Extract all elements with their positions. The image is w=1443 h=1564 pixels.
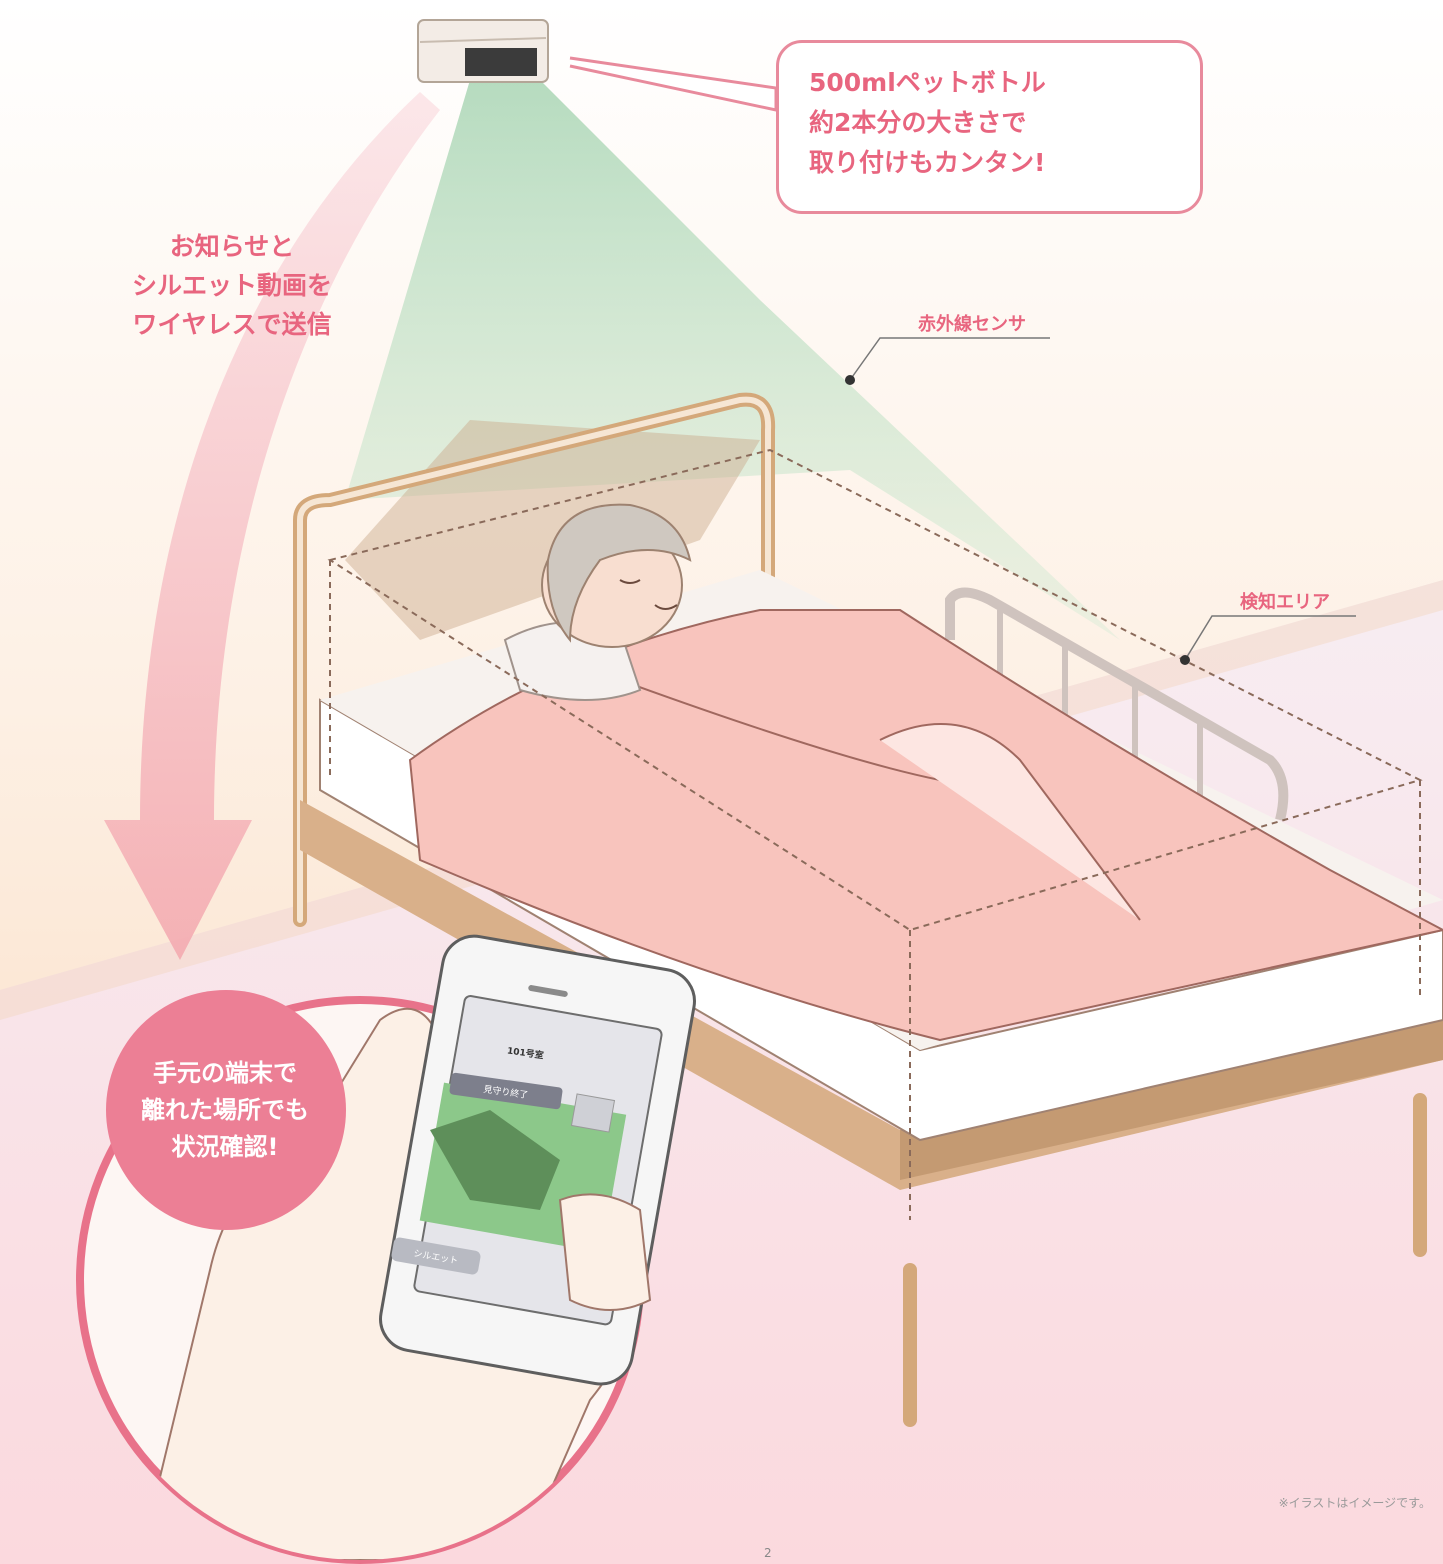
detection-area-box xyxy=(327,448,1423,1220)
ir-sensor-pointer xyxy=(845,337,1050,385)
device-line-3: 状況確認! xyxy=(171,1133,279,1162)
thumb xyxy=(558,1193,652,1311)
bottle-line-3: 取り付けもカンタン! xyxy=(809,148,1046,177)
send-line-1: お知らせと xyxy=(169,232,295,261)
bottle-line-2: 約2本分の大きさで xyxy=(809,108,1027,137)
device-line-1: 手元の端末で xyxy=(153,1059,297,1087)
bottle-line-1: 500mlペットボトル xyxy=(809,68,1046,97)
device-line-2: 離れた場所でも xyxy=(141,1096,309,1125)
page-number: 2 xyxy=(764,1546,772,1560)
bottle-size-callout: 500mlペットボトル 約2本分の大きさで 取り付けもカンタン! xyxy=(776,40,1203,214)
sensor-beam xyxy=(345,80,1120,640)
ir-sensor-label: 赤外線センサ xyxy=(918,314,1026,335)
detection-area-label: 検知エリア xyxy=(1240,592,1330,613)
detection-area-pointer xyxy=(1180,615,1356,665)
illustration-note: ※イラストはイメージです。 xyxy=(1278,1496,1431,1510)
silhouette-image xyxy=(430,1110,560,1210)
wireless-arrow xyxy=(104,92,440,960)
send-line-2: シルエット動画を xyxy=(131,270,332,300)
sensor-device-icon xyxy=(417,19,549,83)
send-line-3: ワイヤレスで送信 xyxy=(132,309,332,339)
bed xyxy=(293,392,1443,1427)
wireless-send-callout: お知らせと シルエット動画を ワイヤレスで送信 xyxy=(112,228,352,344)
device-callout-text: 手元の端末で 離れた場所でも 状況確認! xyxy=(110,1055,340,1167)
device-callout-badge xyxy=(106,990,346,1230)
sleeping-person xyxy=(541,503,692,648)
